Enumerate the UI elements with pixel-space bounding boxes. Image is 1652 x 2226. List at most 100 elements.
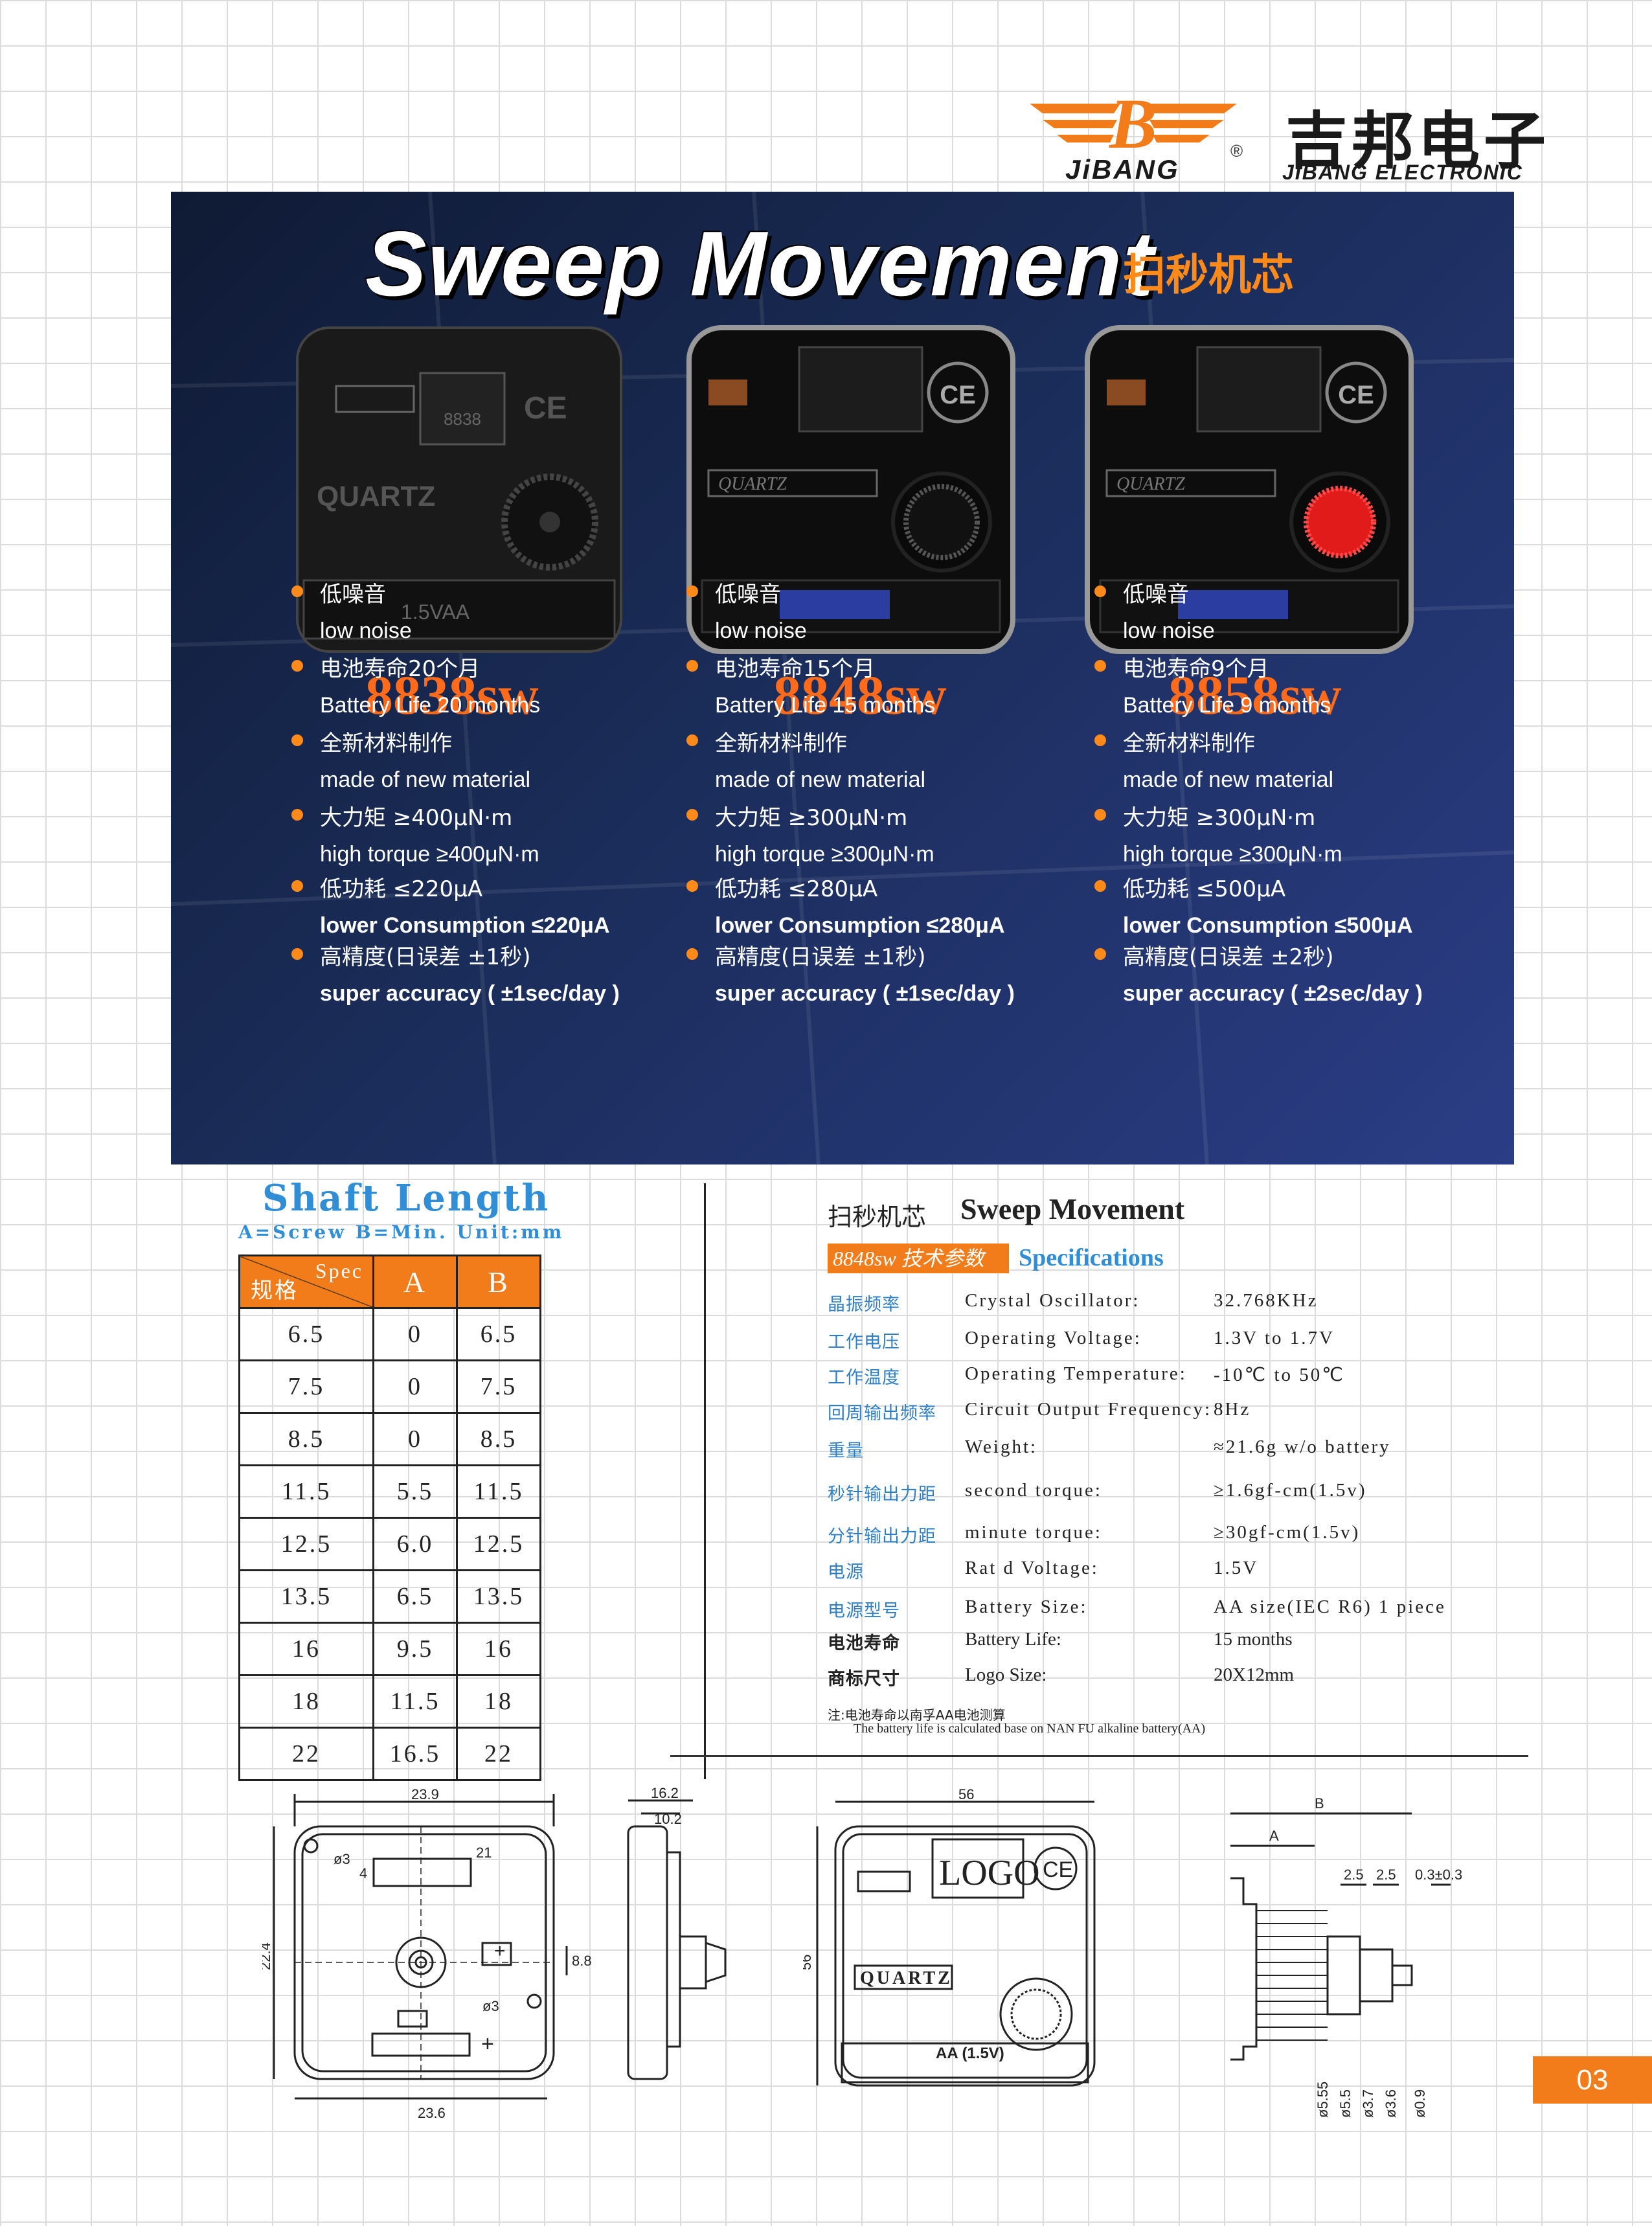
dimension-dia-5-5: ø5.5	[1337, 2089, 1353, 2118]
feature-en: Battery Life 9 months	[1123, 693, 1331, 718]
table-cell: 13.5	[456, 1569, 541, 1624]
svg-text:B: B	[1108, 84, 1157, 163]
battery-note-en: The battery life is calculated base on N…	[854, 1721, 1206, 1736]
quartz-label: QUARTZ	[1116, 474, 1185, 494]
dimension-hole-b: ø3	[482, 1998, 499, 2014]
spec-cn: 电源型号	[828, 1601, 900, 1621]
feature-en: made of new material	[320, 767, 531, 792]
spec-en: Crystal Oscillator:	[965, 1290, 1140, 1311]
movement-8848sw-photo: CE QUARTZ	[686, 325, 1015, 654]
feature-en: Battery Life 15 months	[715, 693, 936, 718]
feature-cn: 大力矩 ≥300μN·m	[715, 805, 908, 831]
feature-en: low noise	[320, 619, 412, 643]
table-cell: 22	[456, 1727, 541, 1781]
dimension-10-2: 10.2	[654, 1811, 682, 1827]
feature-item: 大力矩 ≥300μN·m high torque ≥300μN·m	[686, 800, 934, 867]
bullet-dot-icon	[1094, 585, 1106, 597]
bullet-dot-icon	[1094, 809, 1106, 821]
bullet-dot-icon	[686, 948, 698, 960]
logo-placeholder: LOGO	[939, 1853, 1040, 1893]
feature-en: made of new material	[1123, 767, 1334, 792]
spec-title-cn: 扫秒机芯	[828, 1203, 927, 1231]
spec-cn: 电池寿命	[828, 1633, 900, 1653]
feature-cn: 全新材料制作	[715, 731, 847, 756]
bullet-dot-icon	[686, 734, 698, 746]
spec-val: 8Hz	[1214, 1399, 1251, 1420]
spec-row: 电源型号 Battery Size: AA size(IEC R6) 1 piece	[828, 1596, 1540, 1626]
quartz-label: QUARTZ	[317, 481, 435, 512]
spec-header-en: Spec	[315, 1259, 363, 1282]
bullet-dot-icon	[291, 948, 303, 960]
table-cell: 11.5	[238, 1464, 374, 1519]
shaft-length-title: Shaft Length	[262, 1177, 550, 1220]
svg-text:+: +	[481, 2032, 494, 2056]
feature-cn: 低功耗 ≤500μA	[1123, 876, 1286, 902]
table-cell: 6.5	[238, 1307, 374, 1361]
table-cell: 18	[456, 1674, 541, 1729]
battery-label: 1.5VAA	[401, 600, 470, 624]
spec-cn: 分针输出力距	[828, 1527, 936, 1547]
spec-en: Battery Size:	[965, 1596, 1088, 1617]
spec-cn: 商标尺寸	[828, 1669, 900, 1689]
spec-en: Weight:	[965, 1437, 1038, 1457]
ce-mark: CE	[1043, 1857, 1073, 1882]
feature-en: super accuracy ( ±1sec/day )	[715, 981, 1015, 1006]
feature-cn: 全新材料制作	[320, 731, 452, 756]
bullet-dot-icon	[1094, 660, 1106, 672]
bullet-dot-icon	[1094, 734, 1106, 746]
table-cell: 7.5	[238, 1359, 374, 1414]
table-cell: 8.5	[238, 1412, 374, 1466]
feature-en: high torque ≥300μN·m	[1123, 842, 1342, 867]
bullet-dot-icon	[686, 880, 698, 892]
table-cell: 22	[238, 1727, 374, 1781]
table-cell: 12.5	[456, 1517, 541, 1571]
bullet-dot-icon	[686, 660, 698, 672]
dimension-56-height: 56	[803, 1955, 814, 1970]
spec-title-en: Sweep Movement	[960, 1192, 1185, 1225]
table-cell: 0	[372, 1359, 458, 1414]
dimension-2-5-b: 2.5	[1376, 1867, 1396, 1883]
bullet-dot-icon	[291, 809, 303, 821]
table-cell: 12.5	[238, 1517, 374, 1571]
brand-name-cn: 吉邦电子	[1285, 105, 1550, 177]
spec-en: second torque:	[965, 1480, 1102, 1501]
dimension-b: B	[1315, 1795, 1324, 1811]
dimension-2-5-a: 2.5	[1344, 1867, 1364, 1883]
jibang-logo-icon: B	[1030, 84, 1237, 163]
feature-en: high torque ≥300μN·m	[715, 842, 934, 867]
back-view-drawing: 56 56 LOGO CE QUARTZ AA (1.5V)	[803, 1788, 1096, 2087]
model-name-8838sw: 8838sw	[365, 664, 539, 726]
brand-name-en: JIBANG ELECTRONIC	[1282, 161, 1523, 184]
dimension-56-width: 56	[958, 1788, 974, 1802]
dimension-height: 22.4	[262, 1942, 273, 1970]
banner-subtitle-cn: 扫秒机芯	[1123, 250, 1294, 300]
table-cell: 6.5	[372, 1569, 458, 1624]
spec-val: 20X12mm	[1214, 1664, 1295, 1685]
table-cell: 18	[238, 1674, 374, 1729]
feature-en: high torque ≥400μN·m	[320, 842, 539, 867]
spec-val: AA size(IEC R6) 1 piece	[1214, 1596, 1446, 1617]
table-cell: 16	[238, 1622, 374, 1676]
feature-item: 高精度(日误差 ±1秒)super accuracy ( ±1sec/day )	[291, 939, 620, 1006]
spec-model-badge: 8848sw 技术参数	[828, 1244, 1009, 1273]
feature-cn: 高精度(日误差 ±2秒)	[1123, 944, 1334, 970]
feature-en: low noise	[1123, 619, 1215, 643]
feature-cn: 低噪音	[320, 582, 386, 608]
spec-en: Operating Voltage:	[965, 1328, 1142, 1348]
spec-cn: 工作电压	[828, 1332, 900, 1352]
spec-header-cn: 规格	[251, 1278, 299, 1304]
